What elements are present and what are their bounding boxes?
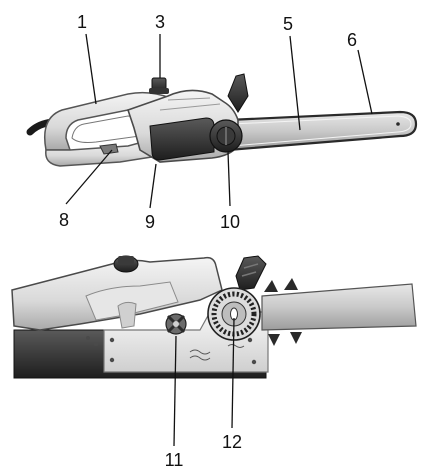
guide-bar <box>226 110 418 152</box>
hand-guard <box>227 73 249 113</box>
chainsaw-side-view <box>26 73 418 167</box>
chainsaw-closeup-view <box>11 255 417 379</box>
leader-lines <box>65 33 373 447</box>
leader-8 <box>65 149 113 205</box>
callout-9: 9 <box>145 212 155 232</box>
tension-knob <box>209 119 243 153</box>
motor-housing <box>126 89 239 163</box>
callout-10: 10 <box>220 212 240 232</box>
callout-8: 8 <box>59 210 69 230</box>
oil-cap <box>149 77 169 94</box>
callout-3: 3 <box>155 12 165 32</box>
leader-6 <box>357 49 373 115</box>
leader-12 <box>231 317 235 429</box>
callout-12: 12 <box>222 432 242 452</box>
leader-10 <box>227 151 231 207</box>
bar-mounting-nut <box>165 313 187 335</box>
leader-1 <box>85 33 97 105</box>
closeup-oil-cap <box>113 255 139 273</box>
callout-6: 6 <box>347 30 357 50</box>
leader-9 <box>149 163 157 209</box>
chain-tension-wheel <box>207 287 261 341</box>
leader-11 <box>173 335 177 447</box>
callout-1: 1 <box>77 12 87 32</box>
closeup-chain-teeth <box>264 278 302 346</box>
leader-5 <box>289 35 301 131</box>
callout-labels: 1 3 5 6 8 9 10 11 12 <box>59 12 357 470</box>
trigger <box>99 143 119 155</box>
closeup-guide-bar <box>261 283 417 331</box>
callout-11: 11 <box>165 450 184 470</box>
callout-5: 5 <box>283 14 293 34</box>
